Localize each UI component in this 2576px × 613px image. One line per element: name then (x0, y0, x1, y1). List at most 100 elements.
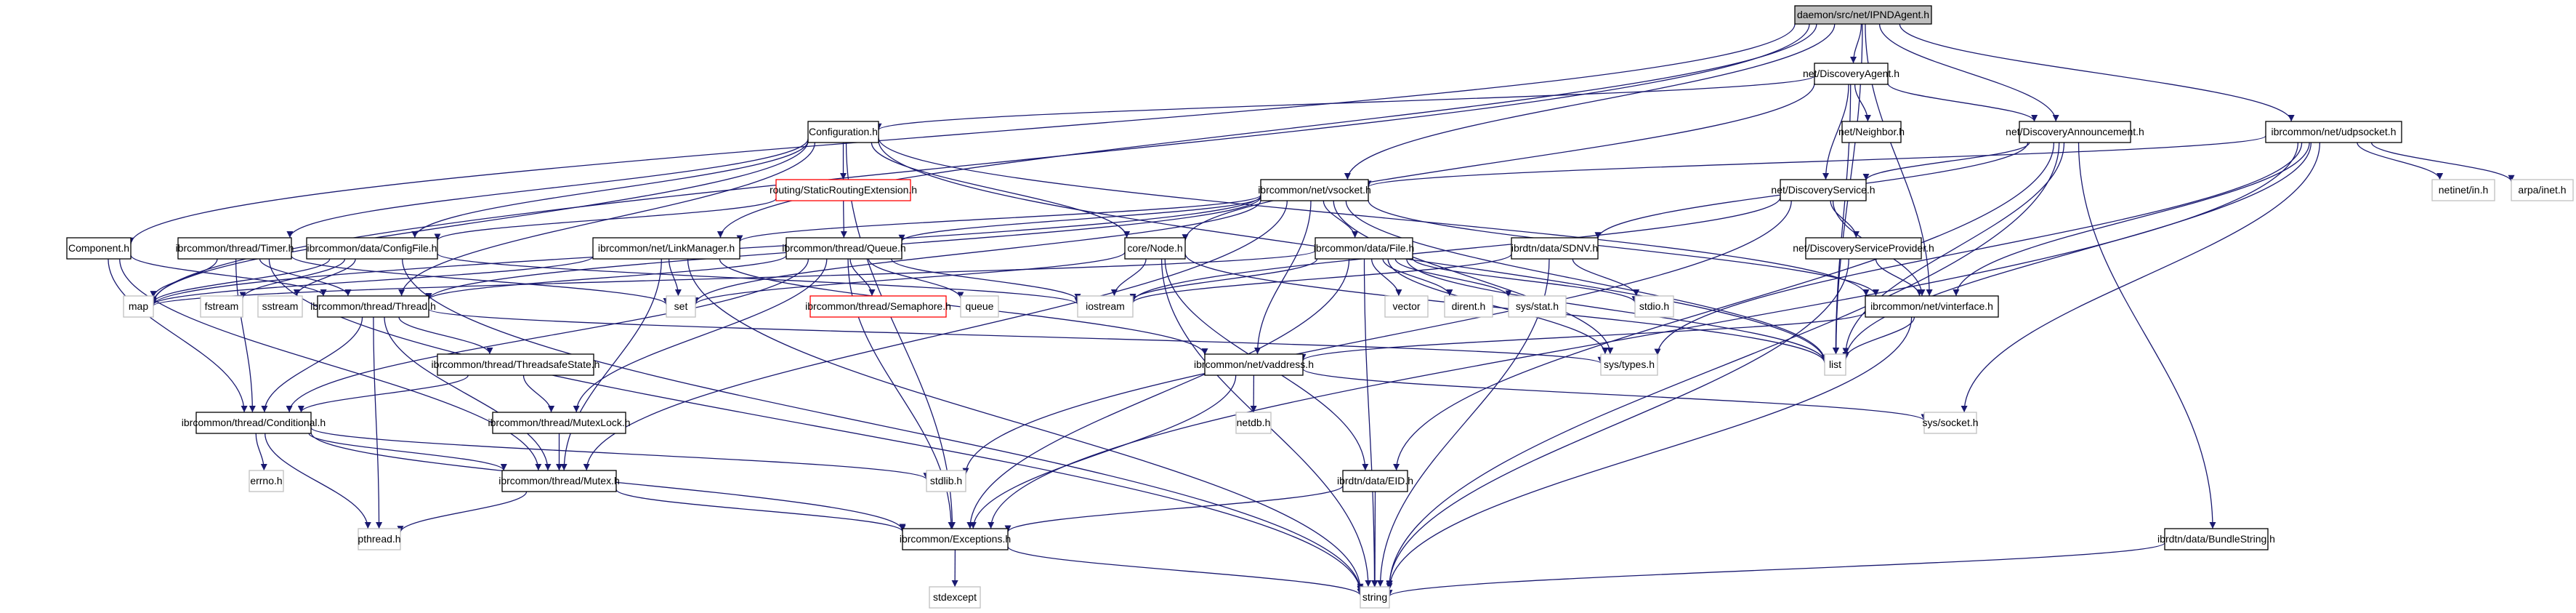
node-label: daemon/src/net/IPNDAgent.h (1797, 9, 1929, 20)
node-stdexcept: stdexcept (929, 586, 981, 609)
node-box (1360, 586, 1390, 609)
node-label: ibrcommon/thread/Thread.h (310, 300, 436, 312)
node-label: ibrdtn/data/EID.h (1337, 475, 1413, 486)
edge-discoveryagent-to-discoveryservice (1822, 84, 1849, 180)
node-label: ibrcommon/net/LinkManager.h (598, 242, 735, 254)
node-box (257, 295, 303, 318)
node-label: ibrcommon/thread/Mutex.h (498, 475, 620, 486)
node-conditional[interactable]: ibrcommon/thread/Conditional.h (182, 412, 326, 434)
node-box (177, 237, 292, 260)
node-box (1124, 237, 1186, 260)
edge-root-to-component (127, 23, 1796, 244)
edge-udpsocket-to-arpainet (2370, 142, 2515, 182)
edge-timer-to-conditional (235, 258, 256, 413)
node-component[interactable]: Component.h (66, 237, 132, 260)
edge-queue-to-conditional (286, 258, 809, 413)
edge-configfile-to-sstream (293, 258, 356, 297)
node-linkmanager[interactable]: ibrcommon/net/LinkManager.h (592, 237, 740, 260)
node-discoveryservice[interactable]: net/DiscoveryService.h (1771, 179, 1876, 201)
node-sdnv[interactable]: ibrdtn/data/SDNV.h (1511, 237, 1599, 260)
edge-file-to-systypes (1387, 258, 1609, 355)
edge-linkmanager-to-string (687, 258, 1364, 590)
node-box (2511, 179, 2574, 201)
edge-configuration-to-exceptions (845, 142, 956, 529)
edge-queue-to-mutexlock (573, 258, 828, 413)
node-bundlestring[interactable]: ibrdtn/data/BundleString.h (2157, 528, 2275, 550)
edge-conditional-to-errno (255, 433, 267, 471)
node-configfile[interactable]: ibrcommon/data/ConfigFile.h (306, 237, 438, 260)
node-label: sstream (262, 300, 299, 312)
node-udpsocket[interactable]: ibrcommon/net/udpsocket.h (2265, 121, 2402, 143)
edge-vsocket-to-systypes (1333, 200, 1614, 355)
edge-thread-to-mutex (384, 316, 552, 471)
node-box (666, 295, 696, 318)
node-systypes: sys/types.h (1600, 353, 1658, 376)
node-label: fstream (205, 300, 239, 312)
edge-sdnv-to-iostream (1129, 253, 1512, 304)
node-box (1384, 295, 1429, 318)
edge-discoveryagent-to-node (1182, 83, 1815, 241)
edge-configfile-to-map (150, 258, 331, 303)
node-mutex[interactable]: ibrcommon/thread/Mutex.h (498, 470, 620, 492)
edge-vsocket-to-list (1345, 200, 1828, 361)
node-label: stdexcept (933, 591, 977, 603)
node-label: list (1829, 358, 1841, 370)
node-neighbor[interactable]: net/Neighbor.h (1838, 121, 1905, 143)
edge-file-to-exceptions (966, 258, 1350, 529)
node-box (437, 353, 594, 376)
node-mutexlock[interactable]: ibrcommon/thread/MutexLock.h (488, 412, 631, 434)
node-queue[interactable]: ibrcommon/thread/Queue.h (782, 237, 906, 260)
edge-vaddress-to-exceptions (969, 374, 1237, 529)
edge-root-to-vsocket (1344, 23, 1836, 180)
node-label: ibrcommon/net/vsocket.h (1258, 184, 1371, 196)
node-label: ibrcommon/thread/Conditional.h (182, 417, 326, 428)
node-label: Configuration.h (809, 126, 878, 137)
node-vaddress[interactable]: ibrcommon/net/vaddress.h (1194, 353, 1314, 376)
edge-discoveryannouncement-to-eid (1393, 142, 2055, 471)
node-vsocket[interactable]: ibrcommon/net/vsocket.h (1258, 179, 1371, 201)
node-label: netinet/in.h (2439, 184, 2489, 196)
node-box (2265, 121, 2402, 143)
node-eid[interactable]: ibrdtn/data/EID.h (1337, 470, 1413, 492)
edge-thread-to-systypes (428, 308, 1604, 364)
node-box (960, 295, 999, 318)
node-box (1634, 295, 1674, 318)
node-dsprovider[interactable]: net/DiscoveryServiceProvider.h (1793, 237, 1934, 260)
node-timer[interactable]: ibrcommon/thread/Timer.h (176, 237, 294, 260)
edge-thread-to-pthread (373, 316, 383, 529)
node-configuration[interactable]: Configuration.h (807, 121, 879, 143)
node-thread[interactable]: ibrcommon/thread/Thread.h (310, 295, 436, 318)
node-discoveryannouncement[interactable]: net/DiscoveryAnnouncement.h (2006, 121, 2144, 143)
node-discoveryagent[interactable]: net/DiscoveryAgent.h (1803, 63, 1899, 85)
node-exceptions[interactable]: ibrcommon/Exceptions.h (900, 528, 1011, 550)
edge-file-to-vector (1370, 258, 1402, 297)
node-file[interactable]: ibrcommon/data/File.h (1314, 237, 1415, 260)
node-box (775, 179, 911, 201)
node-label: netdb.h (1237, 417, 1271, 428)
edge-node-to-iostream (1110, 258, 1147, 297)
edge-root-to-linkmanager (717, 23, 1817, 239)
node-root[interactable]: daemon/src/net/IPNDAgent.h (1794, 5, 1932, 25)
edge-root-to-udpsocket (1899, 23, 2295, 122)
edge-node-to-list (1184, 253, 1828, 364)
node-label: iostream (1086, 300, 1125, 312)
node-box (1805, 237, 1922, 260)
node-label: sys/stat.h (1516, 300, 1559, 312)
node-vinterface[interactable]: ibrcommon/net/vinterface.h (1865, 295, 1999, 318)
edge-vsocket-to-file (1323, 200, 1359, 239)
edge-discoveryservice-to-dsprovider (1830, 200, 1860, 239)
edge-linkmanager-to-mutex (560, 258, 662, 471)
edges-layer (108, 23, 2515, 597)
edge-udpsocket-to-syssocket (1961, 142, 2321, 413)
node-staticrouting[interactable]: routing/StaticRoutingExtension.h (770, 179, 917, 201)
edge-udpsocket-to-exceptions (988, 142, 2299, 529)
node-label: ibrcommon/thread/ThreadsafeState.h (432, 358, 600, 370)
node-box (1508, 295, 1567, 318)
node-string: string (1360, 586, 1390, 609)
edge-file-to-sysstat (1394, 258, 1512, 297)
node-semaphore[interactable]: ibrcommon/thread/Semaphore.h (805, 295, 951, 318)
node-threadsafestate[interactable]: ibrcommon/thread/ThreadsafeState.h (432, 353, 600, 376)
node-box (1780, 179, 1867, 201)
node-node[interactable]: core/Node.h (1124, 237, 1186, 260)
